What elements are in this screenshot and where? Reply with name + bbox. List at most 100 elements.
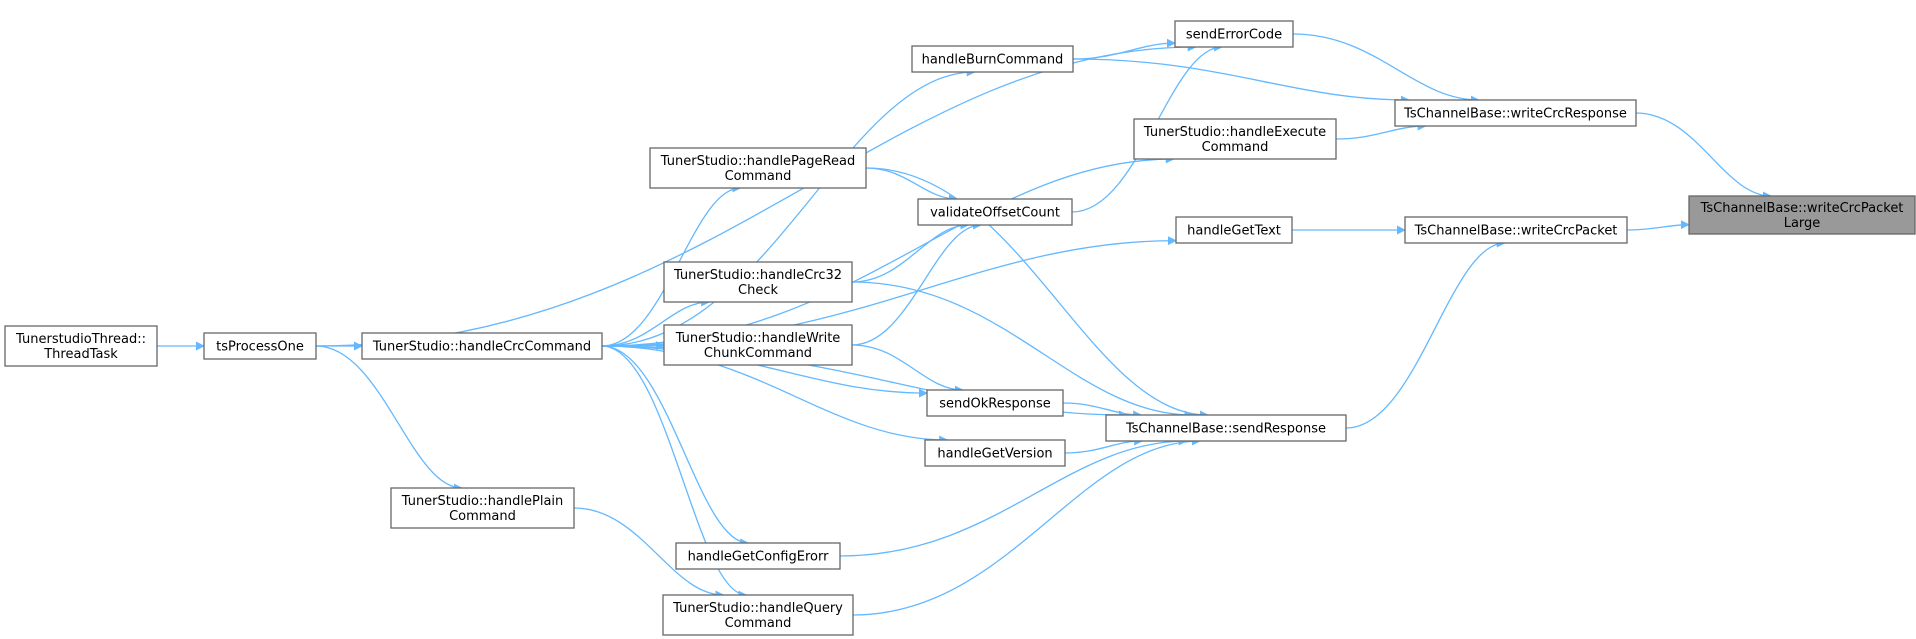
node-handleGetConfigErorr[interactable]: handleGetConfigErorr bbox=[675, 542, 841, 570]
node-label: TunerStudio::handleCrc32 bbox=[673, 268, 842, 283]
edge-line bbox=[1345, 238, 1506, 429]
edge-writeCrcPacket-to-writeCrcPacketLarge bbox=[1626, 220, 1690, 231]
node-label: TsChannelBase::writeCrcPacket bbox=[1700, 201, 1904, 216]
node-box bbox=[663, 324, 853, 366]
node-box bbox=[1105, 414, 1347, 442]
node-handleGetText[interactable]: handleGetText bbox=[1175, 216, 1293, 244]
node-label: Command bbox=[449, 509, 516, 524]
node-label: Command bbox=[725, 169, 792, 184]
edge-handleExecuteCommand-to-writeCrcResponse bbox=[1335, 121, 1427, 140]
edge-handlePageReadCommand-to-validateOffsetCount bbox=[865, 167, 958, 204]
edge-handleCrc32Check-to-validateOffsetCount bbox=[851, 220, 970, 283]
node-label: TsChannelBase::sendResponse bbox=[1125, 422, 1326, 437]
node-label: TunerstudioThread:: bbox=[15, 332, 146, 347]
edge-sendErrorCode-to-writeCrcResponse bbox=[1292, 33, 1480, 105]
node-label: handleGetText bbox=[1187, 224, 1281, 239]
edge-line bbox=[601, 345, 748, 600]
node-box bbox=[1174, 20, 1294, 48]
node-box bbox=[662, 594, 854, 636]
node-box bbox=[1175, 216, 1293, 244]
node-writeCrcResponse[interactable]: TsChannelBase::writeCrcResponse bbox=[1394, 99, 1637, 127]
edge-handleGetVersion-to-sendResponse bbox=[1064, 436, 1144, 454]
node-label: handleGetVersion bbox=[937, 447, 1052, 462]
node-box bbox=[911, 45, 1074, 73]
node-handleGetVersion[interactable]: handleGetVersion bbox=[924, 439, 1066, 467]
node-box bbox=[390, 487, 575, 529]
node-box bbox=[663, 261, 853, 303]
node-label: sendOkResponse bbox=[939, 397, 1050, 412]
edge-line bbox=[851, 281, 1194, 420]
node-box bbox=[649, 147, 867, 189]
node-label: TsChannelBase::writeCrcResponse bbox=[1403, 107, 1627, 122]
edge-handleGetConfigErorr-to-sendResponse bbox=[839, 436, 1188, 557]
node-handleCrcCommand[interactable]: TunerStudio::handleCrcCommand bbox=[361, 332, 603, 360]
node-box bbox=[203, 332, 317, 360]
edge-line bbox=[601, 345, 750, 548]
edge-handlePlainCommand-to-handleQueryCommand bbox=[573, 507, 725, 600]
node-box bbox=[4, 325, 158, 367]
edge-line bbox=[1292, 33, 1480, 105]
node-label: TsChannelBase::writeCrcPacket bbox=[1414, 224, 1618, 239]
node-label: handleGetConfigErorr bbox=[688, 550, 830, 565]
node-writeCrcPacket[interactable]: TsChannelBase::writeCrcPacket bbox=[1404, 216, 1628, 244]
node-label: handleBurnCommand bbox=[922, 53, 1064, 68]
node-box bbox=[1404, 216, 1628, 244]
node-label: Large bbox=[1784, 216, 1821, 231]
edge-line bbox=[851, 344, 964, 395]
edge-line bbox=[865, 167, 958, 204]
node-tsProcessOne[interactable]: tsProcessOne bbox=[203, 332, 317, 360]
edge-handleCrcCommand-to-handleGetVersion bbox=[601, 345, 949, 445]
node-sendErrorCode[interactable]: sendErrorCode bbox=[1174, 20, 1294, 48]
edge-line bbox=[1072, 38, 1176, 60]
node-handleBurnCommand[interactable]: handleBurnCommand bbox=[911, 45, 1074, 73]
edge-line bbox=[1072, 58, 1410, 105]
edge-line bbox=[865, 167, 1209, 420]
node-label: Command bbox=[725, 616, 792, 631]
node-label: validateOffsetCount bbox=[930, 206, 1060, 221]
node-ThreadTask[interactable]: TunerstudioThread::ThreadTask bbox=[4, 325, 158, 367]
edge-line bbox=[852, 436, 1201, 616]
node-validateOffsetCount[interactable]: validateOffsetCount bbox=[917, 198, 1073, 226]
node-box bbox=[926, 389, 1064, 417]
edge-writeCrcResponse-to-writeCrcPacketLarge bbox=[1635, 112, 1772, 201]
nodes-layer: TsChannelBase::writeCrcPacketLargeTsChan… bbox=[4, 20, 1916, 636]
node-label: sendErrorCode bbox=[1186, 28, 1282, 43]
node-box bbox=[1394, 99, 1637, 127]
edge-line bbox=[851, 220, 982, 346]
edge-line bbox=[1635, 112, 1772, 201]
edge-tsProcessOne-to-handlePlainCommand bbox=[315, 345, 463, 493]
edge-handleBurnCommand-to-writeCrcResponse bbox=[1072, 58, 1410, 105]
edge-line bbox=[601, 345, 949, 445]
node-box bbox=[917, 198, 1073, 226]
edge-handleBurnCommand-to-sendErrorCode bbox=[1072, 38, 1176, 60]
node-label: TunerStudio::handleQuery bbox=[672, 601, 843, 616]
edge-handleCrcCommand-to-handleQueryCommand bbox=[601, 345, 748, 600]
edge-line bbox=[1626, 220, 1690, 231]
edge-sendResponse-to-writeCrcPacket bbox=[1345, 238, 1506, 429]
edge-handleQueryCommand-to-sendResponse bbox=[852, 436, 1201, 616]
node-sendOkResponse[interactable]: sendOkResponse bbox=[926, 389, 1064, 417]
node-box bbox=[1133, 118, 1337, 160]
edge-line bbox=[851, 220, 970, 283]
node-label: TunerStudio::handlePageRead bbox=[660, 154, 855, 169]
node-label: ChunkCommand bbox=[704, 346, 812, 361]
node-label: TunerStudio::handlePlain bbox=[401, 494, 564, 509]
node-box bbox=[924, 439, 1066, 467]
node-label: ThreadTask bbox=[43, 347, 118, 362]
edge-handleWriteChunkCommand-to-validateOffsetCount bbox=[851, 220, 982, 346]
node-box bbox=[1688, 195, 1916, 235]
edge-handleCrcCommand-to-handleGetConfigErorr bbox=[601, 345, 750, 548]
node-label: Command bbox=[1202, 140, 1269, 155]
edge-line bbox=[1064, 436, 1144, 454]
node-sendResponse[interactable]: TsChannelBase::sendResponse bbox=[1105, 414, 1347, 442]
edge-handlePageReadCommand-to-sendResponse bbox=[865, 167, 1209, 420]
node-box bbox=[361, 332, 603, 360]
